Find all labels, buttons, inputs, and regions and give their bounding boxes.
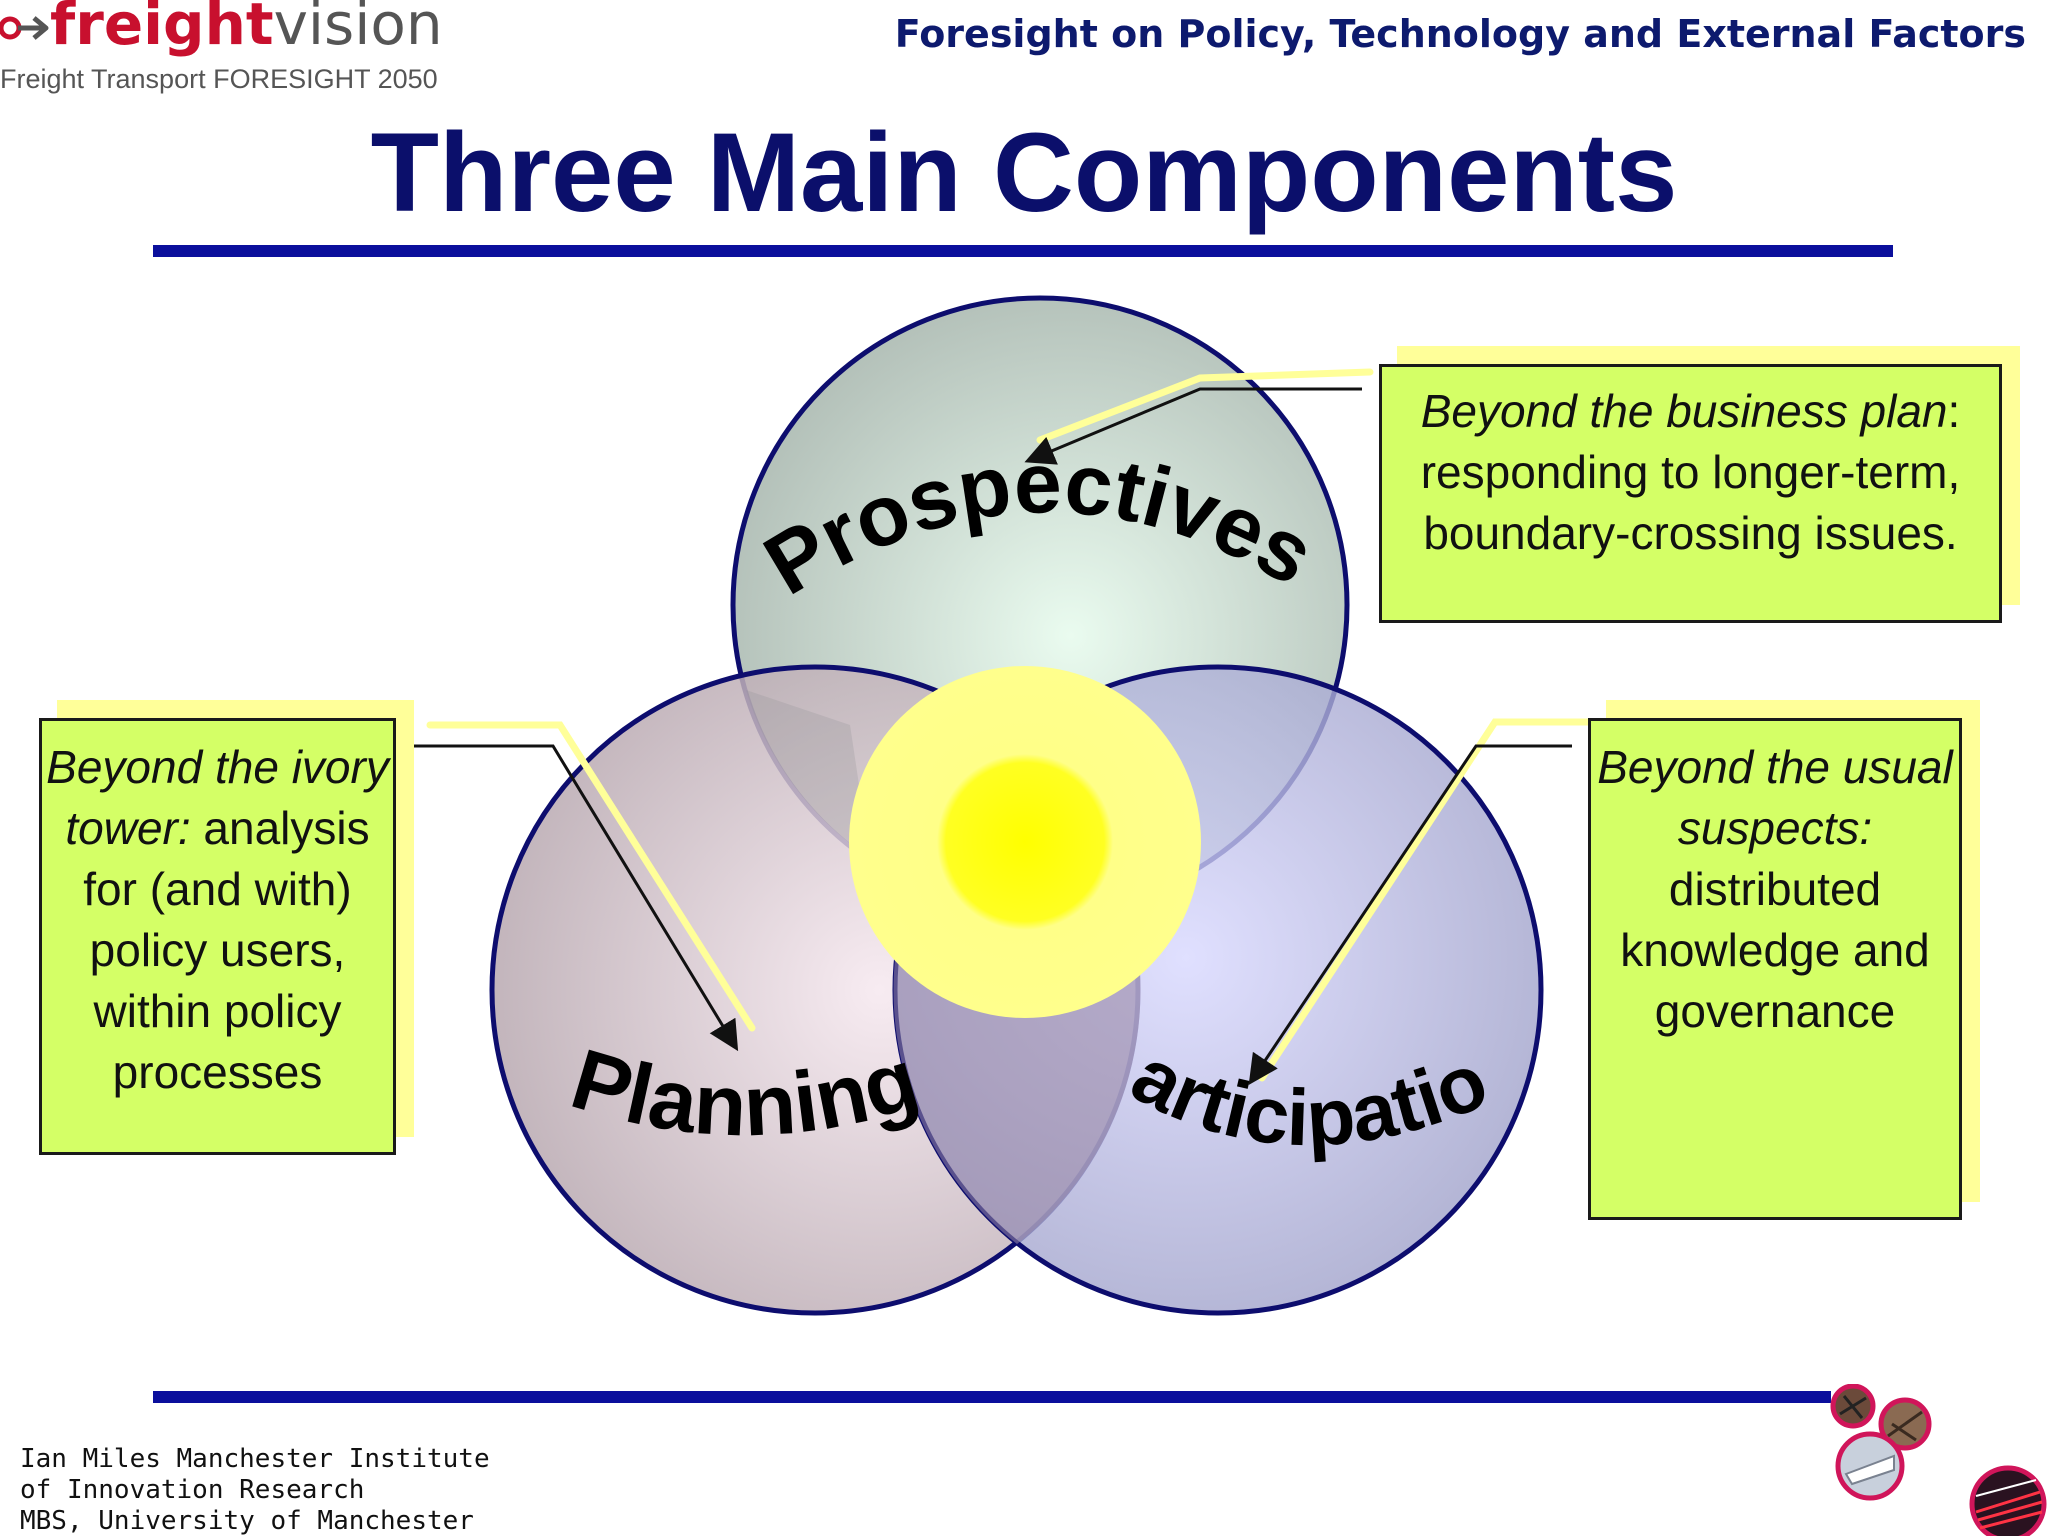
callout-participation-emphasis: Beyond the usual suspects: bbox=[1597, 741, 1953, 854]
freightvision-logo-mark-icon bbox=[0, 16, 49, 40]
top-connector-arrow bbox=[1024, 387, 1362, 465]
callout-prospectives: Beyond the business plan: responding to … bbox=[1379, 364, 2002, 623]
center-sun bbox=[849, 666, 1201, 1018]
footer-credit-line: of Innovation Research bbox=[20, 1475, 365, 1505]
title-underline bbox=[153, 245, 1893, 257]
callout-planning-text: analysis for (and with) policy users, wi… bbox=[83, 802, 370, 1098]
logo-wordmark: freightvision bbox=[50, 0, 443, 58]
top-connector-glow bbox=[1036, 368, 1374, 444]
header-tagline: Foresight on Policy, Technology and Exte… bbox=[894, 12, 2026, 56]
slide-title: Three Main Components bbox=[370, 110, 1678, 235]
right-connector-arrow bbox=[1248, 744, 1572, 1085]
footer-credit: Ian Miles Manchester Institute of Innova… bbox=[20, 1444, 490, 1537]
left-connector-arrow bbox=[414, 744, 739, 1052]
transport-photo-collage bbox=[1830, 1384, 2047, 1536]
left-connector-glow bbox=[426, 721, 756, 1032]
right-connector-glow bbox=[1258, 718, 1604, 1082]
callout-planning: Beyond the ivory tower: analysis for (an… bbox=[39, 718, 396, 1155]
callout-participation: Beyond the usual suspects: distributed k… bbox=[1588, 718, 1962, 1220]
callout-participation-text: distributed knowledge and governance bbox=[1620, 863, 1930, 1037]
footer-credit-line: MBS, University of Manchester bbox=[20, 1506, 474, 1536]
footer-credit-line: Ian Miles Manchester Institute bbox=[20, 1444, 490, 1474]
callout-prospectives-text: : responding to longer-term, boundary-cr… bbox=[1420, 385, 1961, 559]
freightvision-logo: freightvision Freight Transport FORESIGH… bbox=[0, 0, 460, 100]
callout-planning-emphasis: Beyond the ivory tower: bbox=[46, 741, 389, 854]
logo-subtitle: Freight Transport FORESIGHT 2050 bbox=[0, 64, 438, 94]
footer-rule bbox=[153, 1391, 1831, 1403]
callout-prospectives-emphasis: Beyond the business plan bbox=[1420, 385, 1948, 437]
